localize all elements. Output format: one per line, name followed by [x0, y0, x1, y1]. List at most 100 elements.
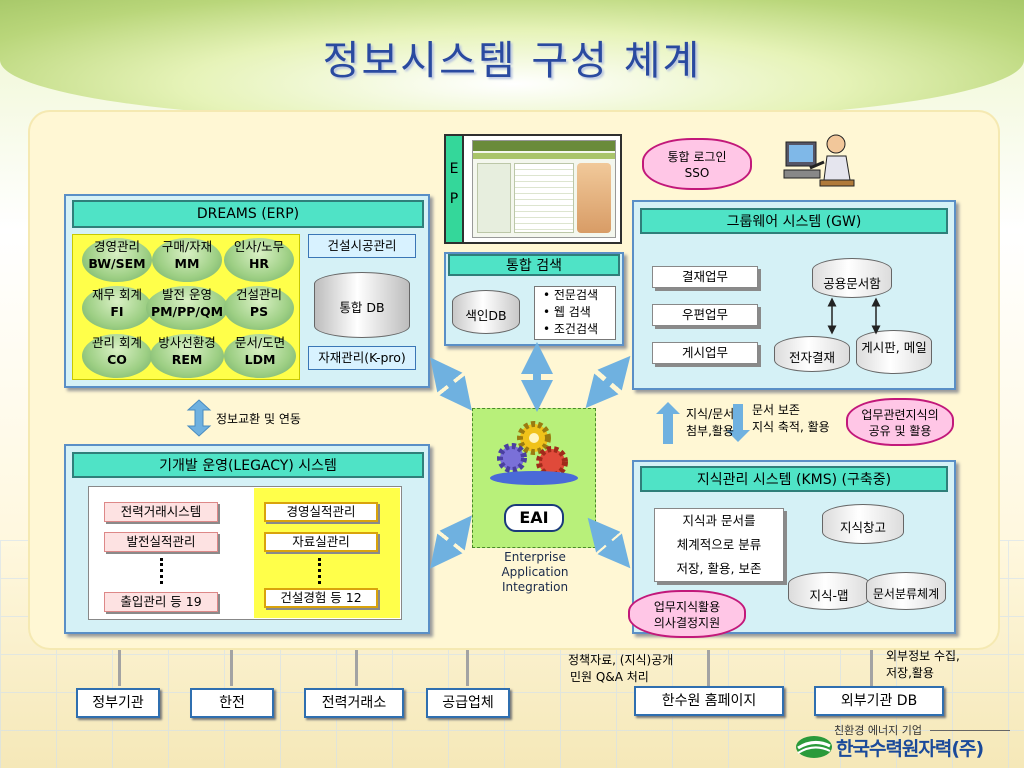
- logo-rule: [930, 730, 1010, 731]
- decision-support-cloud: 업무지식활용 의사결정지원: [628, 590, 746, 638]
- khnp-homepage-button[interactable]: 한수원 홈페이지: [634, 686, 784, 716]
- eai-caption-1: Enterprise: [504, 550, 566, 564]
- e-approval-db: 전자결재: [774, 336, 850, 372]
- kms-desc-3: 저장, 활용, 보존: [676, 561, 762, 576]
- exchange-arrow-icon: [186, 399, 212, 437]
- search-header: 통합 검색: [448, 254, 620, 276]
- doc-classification-db: 문서분류체계: [866, 572, 946, 610]
- gw-kms-left-1: 지식/문서: [686, 407, 735, 421]
- integrated-db-cylinder: 통합 DB: [314, 272, 410, 338]
- kepco-button[interactable]: 한전: [190, 688, 274, 718]
- header-band: [0, 0, 1024, 120]
- logo-name: 한국수력원자력(주): [836, 738, 984, 760]
- decision-support-line2: 의사결정지원: [653, 616, 721, 630]
- line-homepage: [707, 650, 710, 686]
- gw-db-links: [827, 297, 881, 335]
- gw-approval-button[interactable]: 결재업무: [652, 266, 758, 288]
- knowledge-store-db: 지식창고: [822, 504, 904, 544]
- legacy-generation-results[interactable]: 발전실적관리: [104, 532, 218, 552]
- legacy-header: 기개발 운영(LEGACY) 시스템: [72, 452, 424, 478]
- decision-support-line1: 업무지식활용: [653, 600, 721, 614]
- integrated-db-label: 통합 DB: [339, 300, 385, 315]
- eai-caption-3: Integration: [501, 580, 569, 594]
- search-type-list: • 전문검색 • 웹 검색 • 조건검색: [534, 286, 616, 340]
- legacy-access-control[interactable]: 출입관리 등 19: [104, 592, 218, 612]
- board-mail-db: 게시판, 메일: [856, 330, 932, 374]
- knowledge-store-label: 지식창고: [839, 520, 886, 535]
- gw-header: 그룹웨어 시스템 (GW): [640, 208, 948, 234]
- exchange-label: 정보교환 및 연동: [216, 412, 301, 426]
- gw-kms-left-2: 첨부,활용: [686, 424, 734, 438]
- knowledge-sharing-line1: 업무관련지식의: [861, 408, 939, 422]
- index-db-cylinder: 색인DB: [452, 290, 520, 334]
- ep-letter-e: E: [449, 161, 459, 177]
- sso-cloud: 통합 로그인 SSO: [642, 138, 752, 190]
- external-note-1: 외부정보 수집,: [886, 649, 960, 663]
- doc-classification-label: 문서분류체계: [872, 587, 940, 601]
- index-db-label: 색인DB: [465, 308, 507, 323]
- page-title: 정보시스템 구성 체계: [322, 38, 702, 84]
- kms-header: 지식관리 시스템 (KMS) (구축중): [640, 466, 948, 492]
- search-item-web[interactable]: • 웹 검색: [543, 305, 591, 319]
- sso-line1: 통합 로그인: [667, 150, 727, 164]
- line-kpx: [355, 650, 358, 686]
- gw-board-button[interactable]: 게시업무: [652, 342, 758, 364]
- external-db-button[interactable]: 외부기관 DB: [814, 686, 944, 716]
- eai-caption-2: Application: [501, 565, 569, 579]
- gw-kms-attach-label: 지식/문서 첨부,활용: [686, 406, 734, 440]
- khnp-logo-icon: [796, 736, 832, 758]
- gw-mail-button[interactable]: 우편업무: [652, 304, 758, 326]
- shared-doc-db: 공용문서함: [812, 258, 892, 298]
- legacy-right-ellipsis: [318, 558, 322, 584]
- gw-kms-preserve-label: 문서 보존 지식 축적, 활용: [752, 402, 830, 436]
- line-gov: [118, 650, 121, 686]
- kpro-box[interactable]: 자재관리(K-pro): [308, 346, 416, 370]
- gw-kms-right-2: 지식 축적, 활용: [752, 420, 830, 434]
- gov-agency-button[interactable]: 정부기관: [76, 688, 160, 718]
- gw-kms-right-1: 문서 보존: [752, 403, 800, 417]
- line-kepco: [230, 650, 233, 686]
- eai-label: EAI: [504, 504, 564, 532]
- external-note-2: 저장,활용: [886, 666, 934, 680]
- external-note: 외부정보 수집, 저장,활용: [886, 648, 960, 682]
- logo-tagline: 친환경 에너지 기업: [834, 724, 922, 737]
- gears-icon: [490, 421, 578, 485]
- legacy-power-trading[interactable]: 전력거래시스템: [104, 502, 218, 522]
- line-external-db: [870, 650, 873, 686]
- legacy-archive[interactable]: 자료실관리: [264, 532, 378, 552]
- portal-screenshot: [472, 140, 616, 238]
- kms-desc-2: 체계적으로 분류: [676, 537, 762, 552]
- search-item-full[interactable]: • 전문검색: [543, 288, 599, 302]
- knowledge-map-label: 지식-맵: [809, 588, 849, 603]
- knowledge-sharing-cloud: 업무관련지식의 공유 및 활용: [846, 398, 954, 446]
- e-approval-label: 전자결재: [788, 350, 835, 365]
- user-at-computer-icon: [783, 134, 855, 187]
- ep-strip: E P: [446, 136, 464, 242]
- knowledge-sharing-line2: 공유 및 활용: [868, 424, 932, 438]
- eai-caption: Enterprise Application Integration: [490, 550, 580, 595]
- construction-mgmt-box[interactable]: 건설시공관리: [308, 234, 416, 258]
- board-mail-label: 게시판, 메일: [861, 340, 927, 355]
- line-supplier: [466, 650, 469, 686]
- legacy-business-results[interactable]: 경영실적관리: [264, 502, 378, 522]
- erp-header: DREAMS (ERP): [72, 200, 424, 228]
- search-item-condition[interactable]: • 조건검색: [543, 322, 599, 336]
- ep-letter-p: P: [449, 191, 459, 207]
- policy-note-2: 민원 Q&A 처리: [570, 670, 649, 684]
- kpx-button[interactable]: 전력거래소: [304, 688, 404, 718]
- legacy-construction-exp[interactable]: 건설경험 등 12: [264, 588, 378, 608]
- sso-line2: SSO: [684, 166, 710, 180]
- supplier-button[interactable]: 공급업체: [426, 688, 510, 718]
- shared-doc-label: 공용문서함: [823, 276, 881, 291]
- legacy-left-ellipsis: [160, 558, 164, 584]
- kms-desc-1: 지식과 문서를: [682, 513, 756, 528]
